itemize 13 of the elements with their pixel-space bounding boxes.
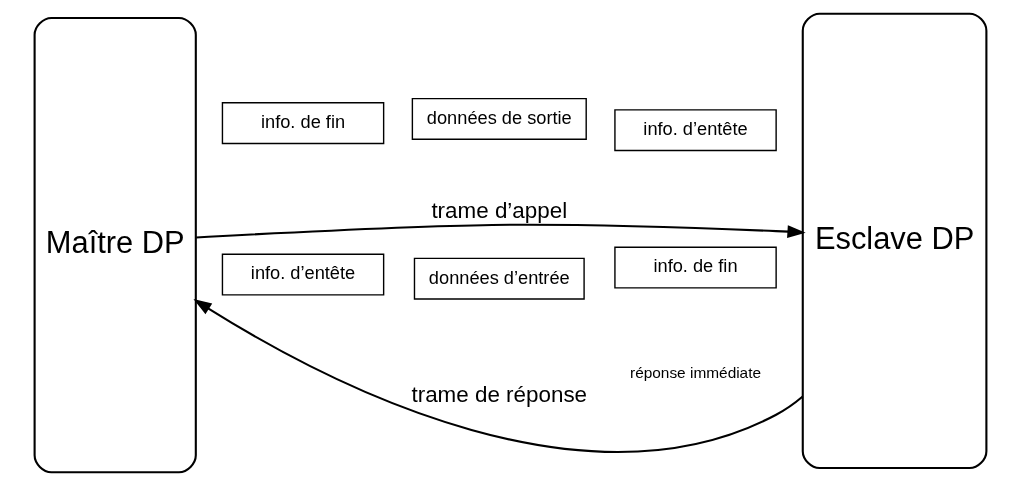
node-box: info. de fin <box>613 246 777 289</box>
node-box: Maître DP <box>33 16 197 474</box>
node-box: données de sortie <box>411 97 587 140</box>
node-box: Esclave DP <box>801 12 987 470</box>
node-box: info. d’entête <box>613 109 777 152</box>
node-box: info. d’entête <box>221 253 384 296</box>
node-box: données d’entrée <box>413 257 585 300</box>
edge-label: trame de réponse <box>410 381 587 407</box>
edge-label: trame d’appel <box>430 198 567 224</box>
node-box: info. de fin <box>221 102 384 145</box>
arrow <box>192 299 803 453</box>
arrow <box>195 223 806 239</box>
label: réponse immédiate <box>629 363 761 381</box>
